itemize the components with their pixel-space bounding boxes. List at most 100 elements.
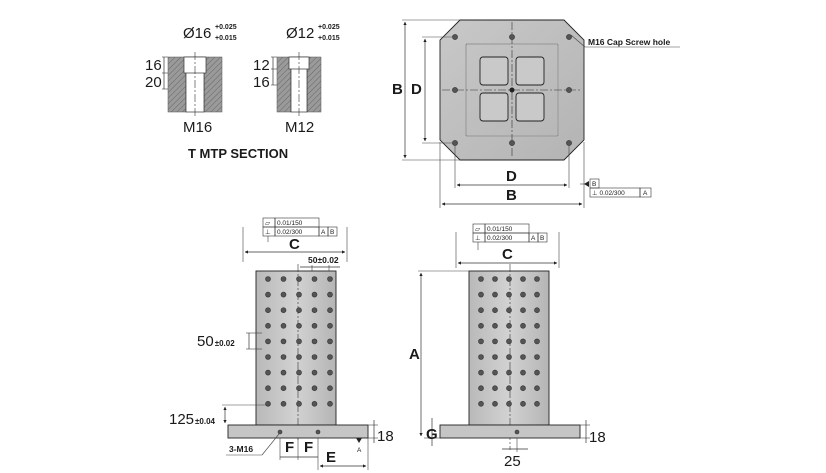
tapped-hole — [520, 307, 526, 314]
tapped-hole — [492, 369, 498, 376]
tapped-hole — [506, 307, 512, 314]
tapped-hole — [265, 385, 271, 392]
bushing-dia-label: Ø16 — [183, 25, 211, 42]
cap-screw-holes — [452, 34, 572, 146]
bushing-section-m16: Ø16 +0.025 +0.015 16 20 M16 — [145, 24, 237, 136]
tapped-hole — [265, 338, 271, 345]
tapped-hole — [520, 400, 526, 407]
tapped-hole — [265, 291, 271, 298]
tapped-hole — [478, 369, 484, 376]
gdt-text: ⊥ 0.02/300 — [592, 190, 625, 197]
gdt-frame-front: ▱ 0.01/150 ⊥ 0.02/300 A B — [262, 217, 338, 242]
base-height: 125±0.04 — [169, 411, 216, 428]
tapped-hole — [265, 400, 271, 407]
tapped-hole — [506, 276, 512, 282]
tapped-hole — [280, 385, 287, 392]
tapped-hole — [327, 307, 333, 314]
tapped-hole — [311, 276, 318, 282]
tapped-hole — [327, 400, 333, 407]
dim-b-vertical: B — [392, 81, 403, 98]
dim-c: C — [289, 236, 300, 253]
gdt-perp: 0.02/300 — [487, 235, 513, 242]
tapped-hole — [311, 354, 318, 360]
section-title: T MTP SECTION — [188, 146, 288, 161]
gdt-frame-side: ▱ 0.01/150 ⊥ 0.02/300 A B — [472, 223, 548, 250]
gdt-datum: B — [592, 181, 596, 188]
bushing-section-m12: Ø12 +0.025 +0.015 12 16 M12 — [253, 24, 340, 136]
bushing-tol-upper: +0.025 — [318, 24, 340, 31]
tapped-hole — [296, 369, 302, 376]
tapped-hole — [296, 322, 302, 329]
tapped-hole — [506, 338, 512, 345]
bushing-dia-label: Ø12 — [286, 25, 314, 42]
tapped-hole — [311, 291, 318, 298]
tapped-hole — [478, 400, 484, 407]
tapped-hole — [265, 322, 271, 329]
tapped-hole — [280, 322, 287, 329]
tapped-hole — [265, 354, 271, 360]
depth-bottom-label: 20 — [145, 74, 162, 91]
tapped-hole — [506, 400, 512, 407]
tapped-hole — [478, 322, 484, 329]
tapped-hole — [296, 291, 302, 298]
tapped-hole — [478, 307, 484, 314]
tapped-hole — [265, 307, 271, 314]
tapped-hole — [280, 291, 287, 298]
tapped-hole — [327, 291, 333, 298]
svg-text:▱: ▱ — [265, 220, 270, 227]
base-thickness: 18 — [377, 428, 394, 445]
tapped-hole — [296, 354, 302, 360]
tapped-hole — [478, 385, 484, 392]
dim-d-vertical: D — [411, 81, 422, 98]
tapped-hole — [492, 385, 498, 392]
tapped-hole — [311, 369, 318, 376]
gdt-flatness: 0.01/150 — [487, 226, 513, 233]
gdt-ref: A — [643, 190, 648, 197]
tapped-hole — [296, 276, 302, 282]
dim-f-1: F — [285, 439, 294, 456]
offset-25: 25 — [504, 453, 521, 470]
tapped-hole — [520, 338, 526, 345]
tapped-hole — [520, 385, 526, 392]
dim-d-horizontal: D — [506, 168, 517, 185]
section-hatch-left — [167, 56, 187, 113]
tapped-hole — [492, 354, 498, 360]
dim-e: E — [326, 449, 336, 466]
tapped-hole — [534, 385, 540, 392]
tapped-hole — [506, 354, 512, 360]
svg-text:⊥: ⊥ — [475, 235, 481, 242]
tapped-hole — [280, 338, 287, 345]
depth-bottom-label: 16 — [253, 74, 270, 91]
tapped-hole — [327, 276, 333, 282]
tapped-hole — [520, 291, 526, 298]
dim-b-horizontal: B — [506, 187, 517, 204]
tapped-hole — [506, 369, 512, 376]
tapped-hole — [311, 322, 318, 329]
tapped-hole — [478, 338, 484, 345]
side-view: ▱ 0.01/150 ⊥ 0.02/300 A B C A G — [409, 223, 606, 470]
tapped-hole — [296, 307, 302, 314]
tapped-hole — [478, 276, 484, 282]
dim-g: G — [426, 426, 438, 443]
tapped-hole — [327, 338, 333, 345]
tapped-hole — [534, 354, 540, 360]
gdt-frame-top: B ⊥ 0.02/300 A — [580, 178, 652, 198]
tapped-hole — [478, 354, 484, 360]
tapped-hole — [506, 291, 512, 298]
dim-a: A — [409, 346, 420, 363]
gdt-ref1: A — [531, 235, 536, 242]
tapped-hole — [492, 307, 498, 314]
top-view: M16 Cap Screw hole B D D B B ⊥ 0.02/300 … — [392, 19, 680, 208]
tapped-hole — [534, 276, 540, 282]
tapped-hole — [492, 291, 498, 298]
side-hole-grid — [478, 276, 540, 407]
thread-label: M16 — [183, 119, 212, 136]
tapped-hole — [534, 400, 540, 407]
gdt-ref1: A — [321, 229, 326, 236]
datum-a: A — [357, 447, 362, 454]
svg-text:⊥: ⊥ — [265, 229, 271, 236]
tapped-hole — [280, 307, 287, 314]
tapped-hole — [520, 354, 526, 360]
tapped-hole — [296, 385, 302, 392]
tapped-hole — [492, 338, 498, 345]
